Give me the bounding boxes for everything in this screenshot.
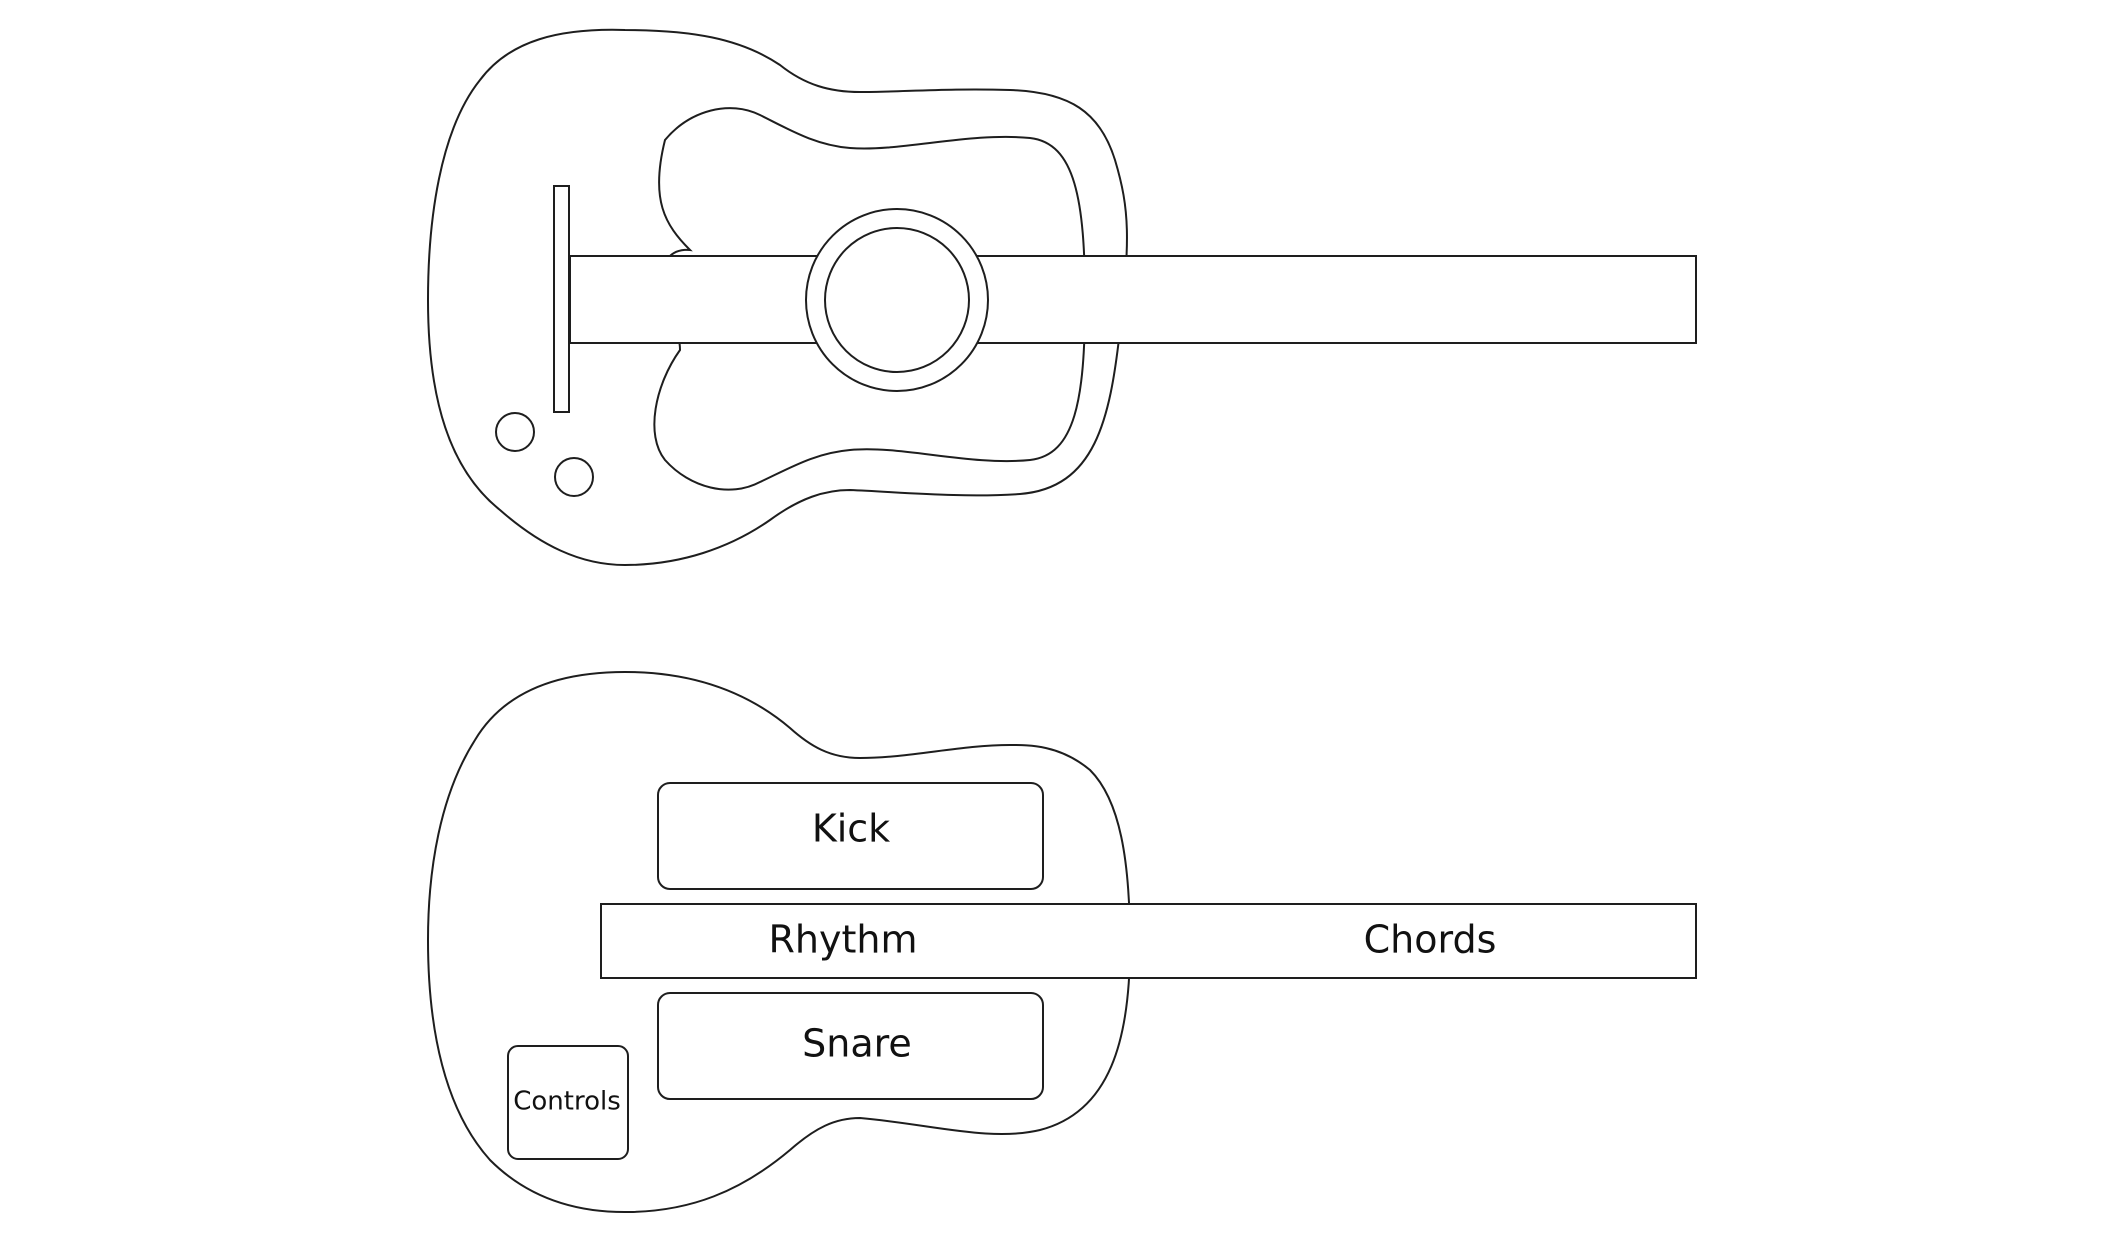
kick-label: Kick [812, 807, 890, 851]
controller-guitar-layout: Kick Rhythm Chords Snare Controls [426, 670, 1697, 1214]
control-knob-2 [554, 457, 594, 497]
guitar-neck [569, 255, 1697, 344]
rhythm-label: Rhythm [769, 918, 918, 962]
kick-pad[interactable] [657, 782, 1044, 890]
controls-label: Controls [513, 1087, 621, 1117]
acoustic-guitar-drawing [426, 28, 1697, 567]
sound-hole [824, 227, 970, 373]
chords-label: Chords [1364, 918, 1497, 962]
controls-panel[interactable] [507, 1045, 629, 1160]
snare-pad[interactable] [657, 992, 1044, 1100]
fretboard-strip[interactable] [600, 903, 1697, 979]
control-knob-1 [495, 412, 535, 452]
snare-label: Snare [802, 1022, 912, 1066]
guitar-bridge [553, 185, 570, 413]
